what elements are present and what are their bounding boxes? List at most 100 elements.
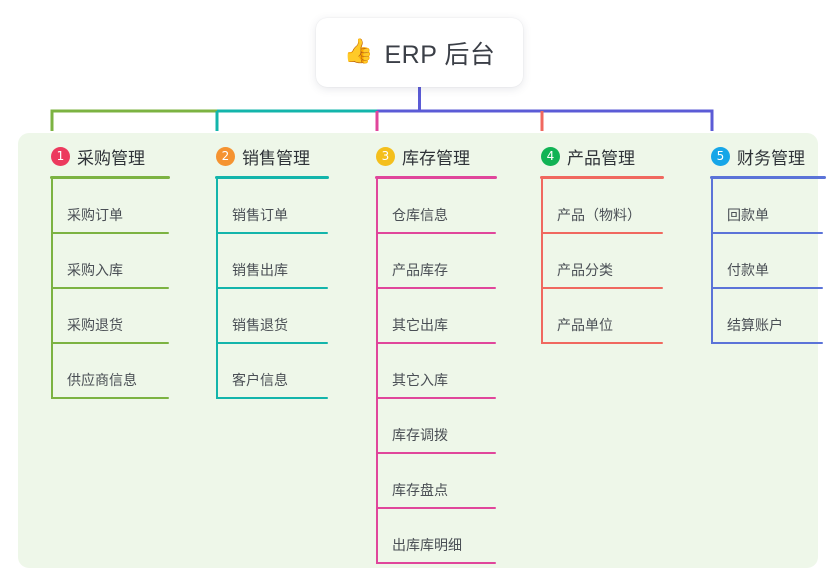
leaf-node-underline — [51, 287, 169, 289]
column-title-4: 产品管理 — [567, 148, 635, 168]
column-badge-2: 2 — [216, 146, 235, 166]
leaf-node-label: 回款单 — [727, 207, 769, 223]
leaf-node-label: 产品库存 — [392, 262, 448, 278]
leaf-node-label: 库存盘点 — [392, 482, 448, 498]
leaf-node-underline — [51, 397, 169, 399]
column-spine-5 — [711, 179, 713, 344]
leaf-node-label: 付款单 — [727, 262, 769, 278]
leaf-node-label: 客户信息 — [232, 372, 288, 388]
leaf-node[interactable]: 产品单位 — [522, 289, 664, 344]
column-4: 4 产品管理产品（物料） 产品分类产品单位 — [522, 143, 664, 344]
leaf-node-underline — [376, 287, 496, 289]
leaf-node[interactable]: 采购退货 — [32, 289, 170, 344]
column-underline-1 — [50, 176, 170, 179]
column-underline-4 — [540, 176, 664, 179]
leaf-node-label: 产品分类 — [557, 262, 613, 278]
column-underline-2 — [215, 176, 329, 179]
thumbs-up-icon: 👍 — [343, 37, 374, 65]
content-panel — [18, 133, 818, 568]
leaf-node-label: 采购入库 — [67, 262, 123, 278]
leaf-node[interactable]: 销售出库 — [197, 234, 329, 289]
leaf-node-underline — [216, 397, 328, 399]
column-header-1[interactable]: 1 采购管理 — [32, 143, 170, 169]
leaf-node-label: 库存调拨 — [392, 427, 448, 443]
leaf-node[interactable]: 付款单 — [692, 234, 826, 289]
leaf-node-label: 仓库信息 — [392, 207, 448, 223]
column-badge-5: 5 — [711, 146, 730, 166]
root-node-title: ERP 后台 — [384, 40, 496, 69]
leaf-node[interactable]: 仓库信息 — [357, 179, 497, 234]
column-spine-3 — [376, 179, 378, 564]
column-spine-1 — [51, 179, 53, 399]
leaf-node[interactable]: 供应商信息 — [32, 344, 170, 399]
column-title-2: 销售管理 — [242, 148, 310, 168]
leaf-node-label: 销售退货 — [232, 317, 288, 333]
column-items-5: 回款单付款单结算账户 — [692, 179, 826, 344]
leaf-node[interactable]: 产品（物料） — [522, 179, 664, 234]
leaf-node-label: 供应商信息 — [67, 372, 137, 388]
column-underline-3 — [375, 176, 497, 179]
leaf-node[interactable]: 出库库明细 — [357, 509, 497, 564]
leaf-node[interactable]: 库存调拨 — [357, 399, 497, 454]
column-badge-3: 3 — [376, 146, 395, 166]
leaf-node-underline — [541, 287, 663, 289]
leaf-node-label: 销售出库 — [232, 262, 288, 278]
leaf-node-label: 结算账户 — [727, 317, 783, 333]
column-items-3: 仓库信息产品库存其它出库其它入库库存调拨库存盘点出库库明细 — [357, 179, 497, 564]
leaf-node[interactable]: 客户信息 — [197, 344, 329, 399]
column-title-1: 采购管理 — [77, 148, 145, 168]
column-5: 5 财务管理回款单付款单结算账户 — [692, 143, 826, 344]
leaf-node[interactable]: 其它出库 — [357, 289, 497, 344]
leaf-node-underline — [711, 342, 823, 344]
column-badge-4: 4 — [541, 146, 560, 166]
leaf-node-underline — [51, 232, 169, 234]
column-3: 3 库存管理仓库信息产品库存其它出库其它入库库存调拨库存盘点出库库明细 — [357, 143, 497, 564]
leaf-node[interactable]: 销售退货 — [197, 289, 329, 344]
leaf-node-underline — [376, 452, 496, 454]
column-header-4[interactable]: 4 产品管理 — [522, 143, 664, 169]
root-node[interactable]: 👍 ERP 后台 — [316, 18, 523, 87]
leaf-node-underline — [711, 287, 823, 289]
leaf-node-underline — [711, 232, 823, 234]
leaf-node-underline — [376, 397, 496, 399]
leaf-node-underline — [376, 562, 496, 564]
column-2: 2 销售管理销售订单销售出库销售退货客户信息 — [197, 143, 329, 399]
column-spine-2 — [216, 179, 218, 399]
leaf-node[interactable]: 回款单 — [692, 179, 826, 234]
leaf-node-underline — [376, 507, 496, 509]
leaf-node[interactable]: 结算账户 — [692, 289, 826, 344]
leaf-node[interactable]: 库存盘点 — [357, 454, 497, 509]
column-title-5: 财务管理 — [737, 148, 805, 168]
column-header-2[interactable]: 2 销售管理 — [197, 143, 329, 169]
leaf-node-underline — [376, 342, 496, 344]
column-underline-5 — [710, 176, 826, 179]
leaf-node-label: 销售订单 — [232, 207, 288, 223]
leaf-node-underline — [216, 342, 328, 344]
leaf-node-underline — [541, 232, 663, 234]
leaf-node-underline — [216, 287, 328, 289]
leaf-node[interactable]: 产品分类 — [522, 234, 664, 289]
column-header-5[interactable]: 5 财务管理 — [692, 143, 826, 169]
leaf-node-label: 采购订单 — [67, 207, 123, 223]
leaf-node-label: 产品（物料） — [557, 207, 641, 223]
leaf-node-label: 出库库明细 — [392, 537, 462, 553]
leaf-node-underline — [376, 232, 496, 234]
leaf-node[interactable]: 采购入库 — [32, 234, 170, 289]
column-1: 1 采购管理采购订单采购入库采购退货供应商信息 — [32, 143, 170, 399]
leaf-node[interactable]: 销售订单 — [197, 179, 329, 234]
leaf-node-underline — [216, 232, 328, 234]
leaf-node-label: 其它出库 — [392, 317, 448, 333]
leaf-node-label: 采购退货 — [67, 317, 123, 333]
leaf-node[interactable]: 产品库存 — [357, 234, 497, 289]
leaf-node-label: 其它入库 — [392, 372, 448, 388]
column-badge-1: 1 — [51, 146, 70, 166]
leaf-node-underline — [541, 342, 663, 344]
leaf-node-label: 产品单位 — [557, 317, 613, 333]
column-header-3[interactable]: 3 库存管理 — [357, 143, 497, 169]
leaf-node[interactable]: 采购订单 — [32, 179, 170, 234]
leaf-node[interactable]: 其它入库 — [357, 344, 497, 399]
column-items-4: 产品（物料） 产品分类产品单位 — [522, 179, 664, 344]
column-title-3: 库存管理 — [402, 148, 470, 168]
leaf-node-underline — [51, 342, 169, 344]
